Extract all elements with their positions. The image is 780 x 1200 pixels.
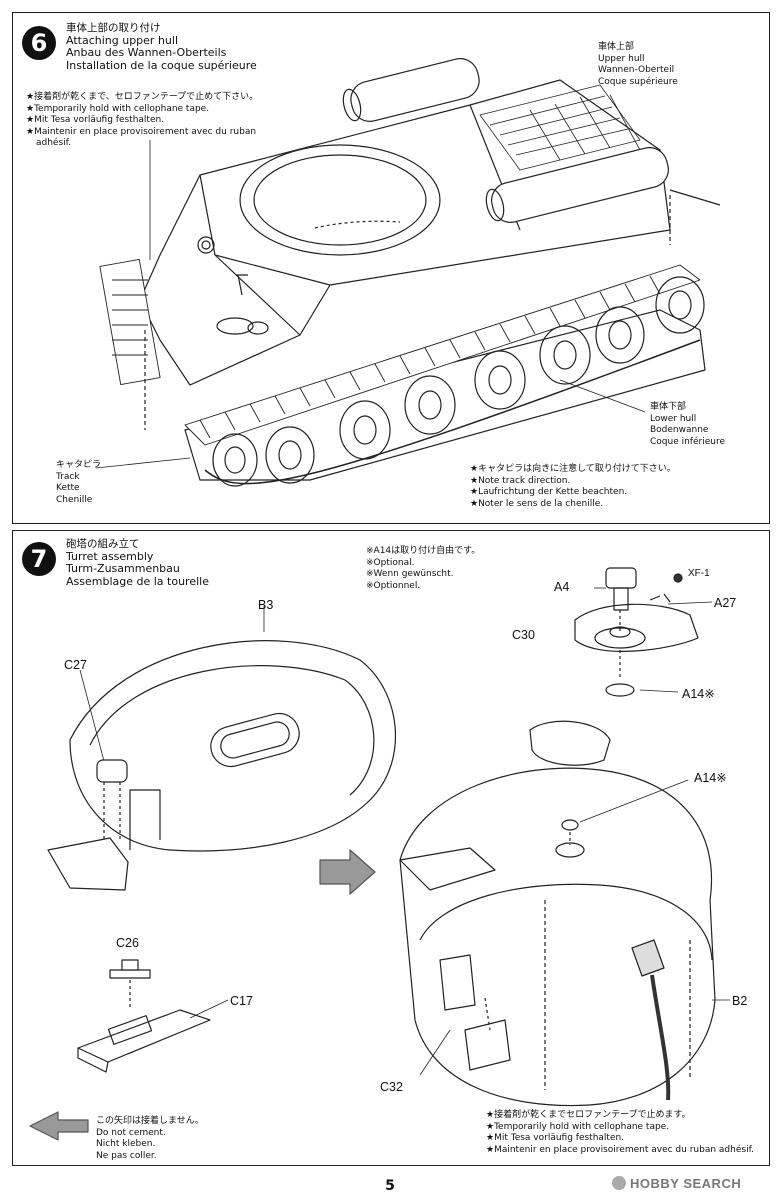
upper-hull-jp: 車体上部 <box>598 42 635 52</box>
optional-note: ※A14は取り付け自由です。 ※Optional. ※Wenn gewünsch… <box>366 546 480 592</box>
part-c26-label: C26 <box>116 936 139 950</box>
watermark-text: HOBBY SEARCH <box>630 1176 742 1191</box>
step-6-title-en: Attaching upper hull <box>66 33 179 47</box>
track-note-en: ★Note track direction. <box>470 475 571 486</box>
step-7-title-en: Turret assembly <box>66 549 154 563</box>
hobby-search-logo-icon <box>612 1176 626 1190</box>
lower-hull-de: Bodenwanne <box>650 425 709 435</box>
tape-note-fr2: adhésif. <box>36 138 72 148</box>
step-7-number: 7 <box>22 542 56 576</box>
part-b2-label: B2 <box>732 994 748 1008</box>
page-number: 5 <box>385 1178 395 1194</box>
tape7-jp: ★接着剤が乾くまでセロファンテープで止めます。 <box>486 1110 691 1120</box>
track-note-jp: ★キャタピラは向きに注意して取り付けて下さい。 <box>470 464 676 474</box>
paint-xf1-label: XF-1 <box>688 568 710 579</box>
upper-hull-en: Upper hull <box>598 53 645 64</box>
tape7-fr: ★Maintenir en place provisoirement avec … <box>486 1144 754 1155</box>
hobby-search-watermark: HOBBY SEARCH <box>612 1176 741 1191</box>
optional-fr: ※Optionnel. <box>366 580 421 591</box>
step-6-title-fr: Installation de la coque supérieure <box>66 58 257 72</box>
upper-hull-label: 車体上部 Upper hull Wannen-Oberteil Coque su… <box>598 42 678 88</box>
step-7-title: 砲塔の組み立て Turret assembly Turm-Zusammenbau… <box>66 538 209 588</box>
track-note-de: ★Laufrichtung der Kette beachten. <box>470 487 628 497</box>
no-cement-jp: この矢印は接着しません。 <box>96 1116 204 1126</box>
track-label: キャタピラ Track Kette Chenille <box>56 460 101 506</box>
step-6-title: 車体上部の取り付け Attaching upper hull Anbau des… <box>66 22 257 72</box>
tape-note-de: ★Mit Tesa vorläufig festhalten. <box>26 115 165 125</box>
part-b3-label: B3 <box>258 598 274 612</box>
lower-hull-label: 車体下部 Lower hull Bodenwanne Coque inférie… <box>650 402 725 448</box>
optional-jp: ※A14は取り付け自由です。 <box>366 546 481 556</box>
step-7-title-jp: 砲塔の組み立て <box>66 538 140 550</box>
part-c30-label: C30 <box>512 628 535 642</box>
tape7-de: ★Mit Tesa vorläufig festhalten. <box>486 1133 625 1143</box>
step-7-panel <box>12 530 770 1166</box>
track-note-fr: ★Noter le sens de la chenille. <box>470 498 604 509</box>
step-6-number: 6 <box>22 26 56 60</box>
part-c27-label: C27 <box>64 658 87 672</box>
track-direction-note: ★キャタピラは向きに注意して取り付けて下さい。 ★Note track dire… <box>470 464 676 510</box>
part-a14-top-label: A14※ <box>682 687 715 701</box>
part-c17-label: C17 <box>230 994 253 1008</box>
track-en: Track <box>56 471 80 482</box>
tape-note-jp: ★接着剤が乾くまで、セロファンテープで止めて下さい。 <box>26 92 259 102</box>
lower-hull-fr: Coque inférieure <box>650 436 725 447</box>
no-cement-de: Nicht kleben. <box>96 1139 156 1149</box>
upper-hull-fr: Coque supérieure <box>598 76 678 87</box>
tape-note-en: ★Temporarily hold with cellophane tape. <box>26 103 210 114</box>
tape7-en: ★Temporarily hold with cellophane tape. <box>486 1121 670 1132</box>
step-6-tape-note: ★接着剤が乾くまで、セロファンテープで止めて下さい。 ★Temporarily … <box>26 92 258 150</box>
optional-de: ※Wenn gewünscht. <box>366 569 454 579</box>
tape-note-fr1: ★Maintenir en place provisoirement avec … <box>26 126 257 137</box>
no-cement-fr: Ne pas coller. <box>96 1150 157 1161</box>
step-7-title-fr: Assemblage de la tourelle <box>66 574 209 588</box>
step-7-title-de: Turm-Zusammenbau <box>66 562 180 575</box>
lower-hull-en: Lower hull <box>650 413 697 424</box>
part-a4-label: A4 <box>554 580 570 594</box>
step-6-panel <box>12 12 770 524</box>
part-c32-label: C32 <box>380 1080 403 1094</box>
no-cement-note: この矢印は接着しません。 Do not cement. Nicht kleben… <box>96 1116 204 1162</box>
track-fr: Chenille <box>56 494 93 505</box>
step-6-title-de: Anbau des Wannen-Oberteils <box>66 46 227 59</box>
step-6-title-jp: 車体上部の取り付け <box>66 22 161 34</box>
part-a14-mid-label: A14※ <box>694 771 727 785</box>
optional-en: ※Optional. <box>366 557 415 568</box>
track-jp: キャタピラ <box>56 460 102 470</box>
no-cement-en: Do not cement. <box>96 1127 166 1138</box>
lower-hull-jp: 車体下部 <box>650 402 687 412</box>
upper-hull-de: Wannen-Oberteil <box>598 65 675 75</box>
track-de: Kette <box>56 483 80 493</box>
step-7-tape-note: ★接着剤が乾くまでセロファンテープで止めます。 ★Temporarily hol… <box>486 1110 754 1156</box>
part-a27-label: A27 <box>714 596 737 610</box>
